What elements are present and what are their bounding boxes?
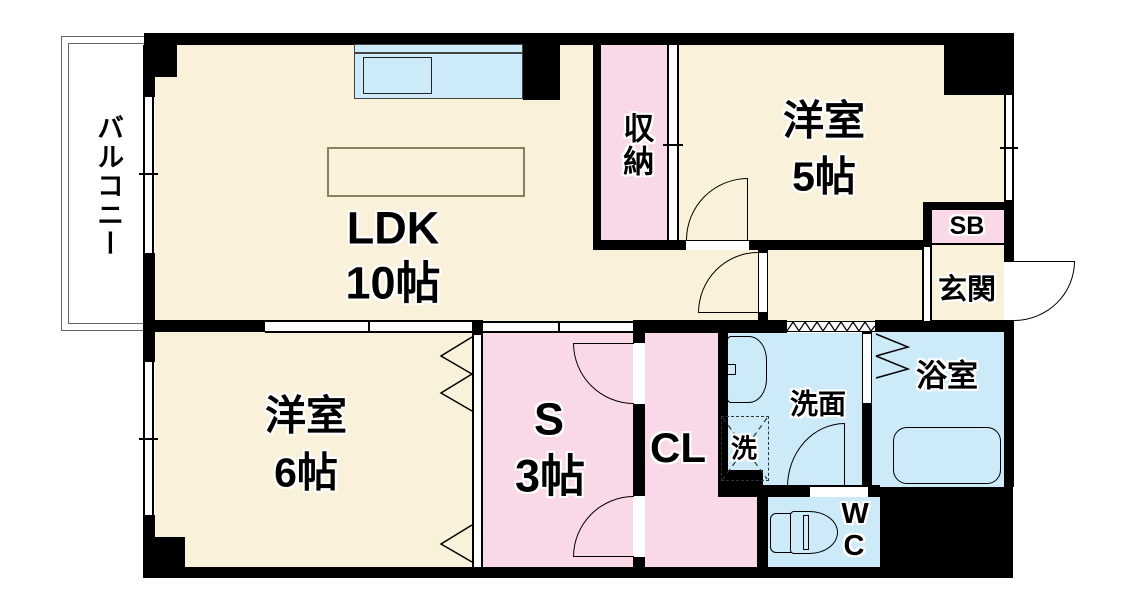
door-opening-closet-bottom [633, 496, 645, 557]
shoebox-label: SB [949, 211, 985, 240]
toilet-bowl [790, 511, 838, 554]
door-opening-hall [759, 253, 767, 312]
window-tick [139, 438, 158, 440]
room-shoebox [932, 210, 1004, 245]
sliding-tick [558, 321, 560, 333]
wall-sb-top [923, 202, 1014, 210]
washroom-label: 洗面 [789, 388, 847, 420]
wall-left-2 [143, 253, 155, 362]
vanity-tap [727, 364, 736, 375]
wall-western5-bottom [593, 240, 923, 250]
door-opening-front [1005, 262, 1014, 320]
wall-sb-left [923, 202, 932, 247]
wc-label-w: W [841, 497, 869, 530]
door-opening-closet-top [633, 343, 645, 404]
wall-closet-washroom [718, 333, 728, 497]
wall-mid-right [875, 320, 1014, 332]
wall-wc-left [757, 497, 768, 567]
wall-top [144, 33, 1014, 45]
toilet-seat-line [803, 515, 809, 550]
wall-mid-junction [472, 320, 483, 335]
bathtub [893, 427, 1001, 484]
western5-size: 5帖 [792, 153, 856, 200]
wall-left-1 [143, 45, 155, 97]
room-closet-ext [718, 497, 757, 567]
balcony-label: バルコニー [93, 113, 124, 259]
accordion-partition [472, 335, 483, 567]
room-entrance [932, 245, 1004, 321]
wall-mid-center [633, 320, 787, 333]
ldk-size: 10帖 [345, 257, 441, 309]
balcony-outline-inner [68, 43, 146, 324]
balcony-outline [61, 36, 146, 331]
door-opening-wc [810, 487, 868, 497]
wall-block-br [880, 487, 1013, 578]
ldk-label: LDK [346, 202, 440, 254]
door-opening-western5 [686, 241, 749, 250]
western6-label: 洋室 [265, 392, 347, 439]
window-ldk-left [143, 97, 154, 253]
door-opening-bathroom [863, 334, 871, 403]
western5-label: 洋室 [783, 97, 865, 144]
sliding-tick [663, 144, 683, 146]
room-storage [601, 45, 667, 242]
sliding-storage [667, 45, 679, 242]
service-size: 3帖 [514, 450, 586, 502]
service-label: S [533, 393, 565, 445]
wall-washroom-bathroom [862, 332, 872, 487]
entrance-label: 玄関 [937, 273, 997, 306]
washer-pan [721, 416, 769, 481]
entrance-step [922, 247, 932, 321]
western6-size: 6帖 [274, 449, 338, 496]
room-closet [645, 333, 718, 567]
sliding-tick [368, 320, 370, 333]
hatch-washroom-top [787, 321, 875, 332]
window-tick [139, 173, 158, 175]
wall-mid-left [143, 320, 265, 332]
room-western6 [155, 332, 472, 567]
wall-corner-tr [944, 33, 1014, 95]
wall-kitchen-pillar [523, 33, 560, 100]
wc-label-c: C [843, 529, 865, 562]
washer-label: 洗 [730, 433, 758, 464]
wall-storage-left [593, 45, 601, 250]
kitchen-counter-edge [354, 52, 523, 54]
wall-right-1 [1004, 200, 1014, 262]
wall-right-2 [1004, 332, 1014, 487]
kitchen-sink [363, 57, 432, 94]
storage-label: 収納 [618, 112, 654, 178]
ldk-counter-table [327, 147, 525, 197]
wall-bottom [143, 567, 880, 578]
window-tick [1000, 147, 1018, 149]
bathroom-label: 浴室 [916, 358, 978, 394]
closet-label: CL [650, 423, 706, 471]
